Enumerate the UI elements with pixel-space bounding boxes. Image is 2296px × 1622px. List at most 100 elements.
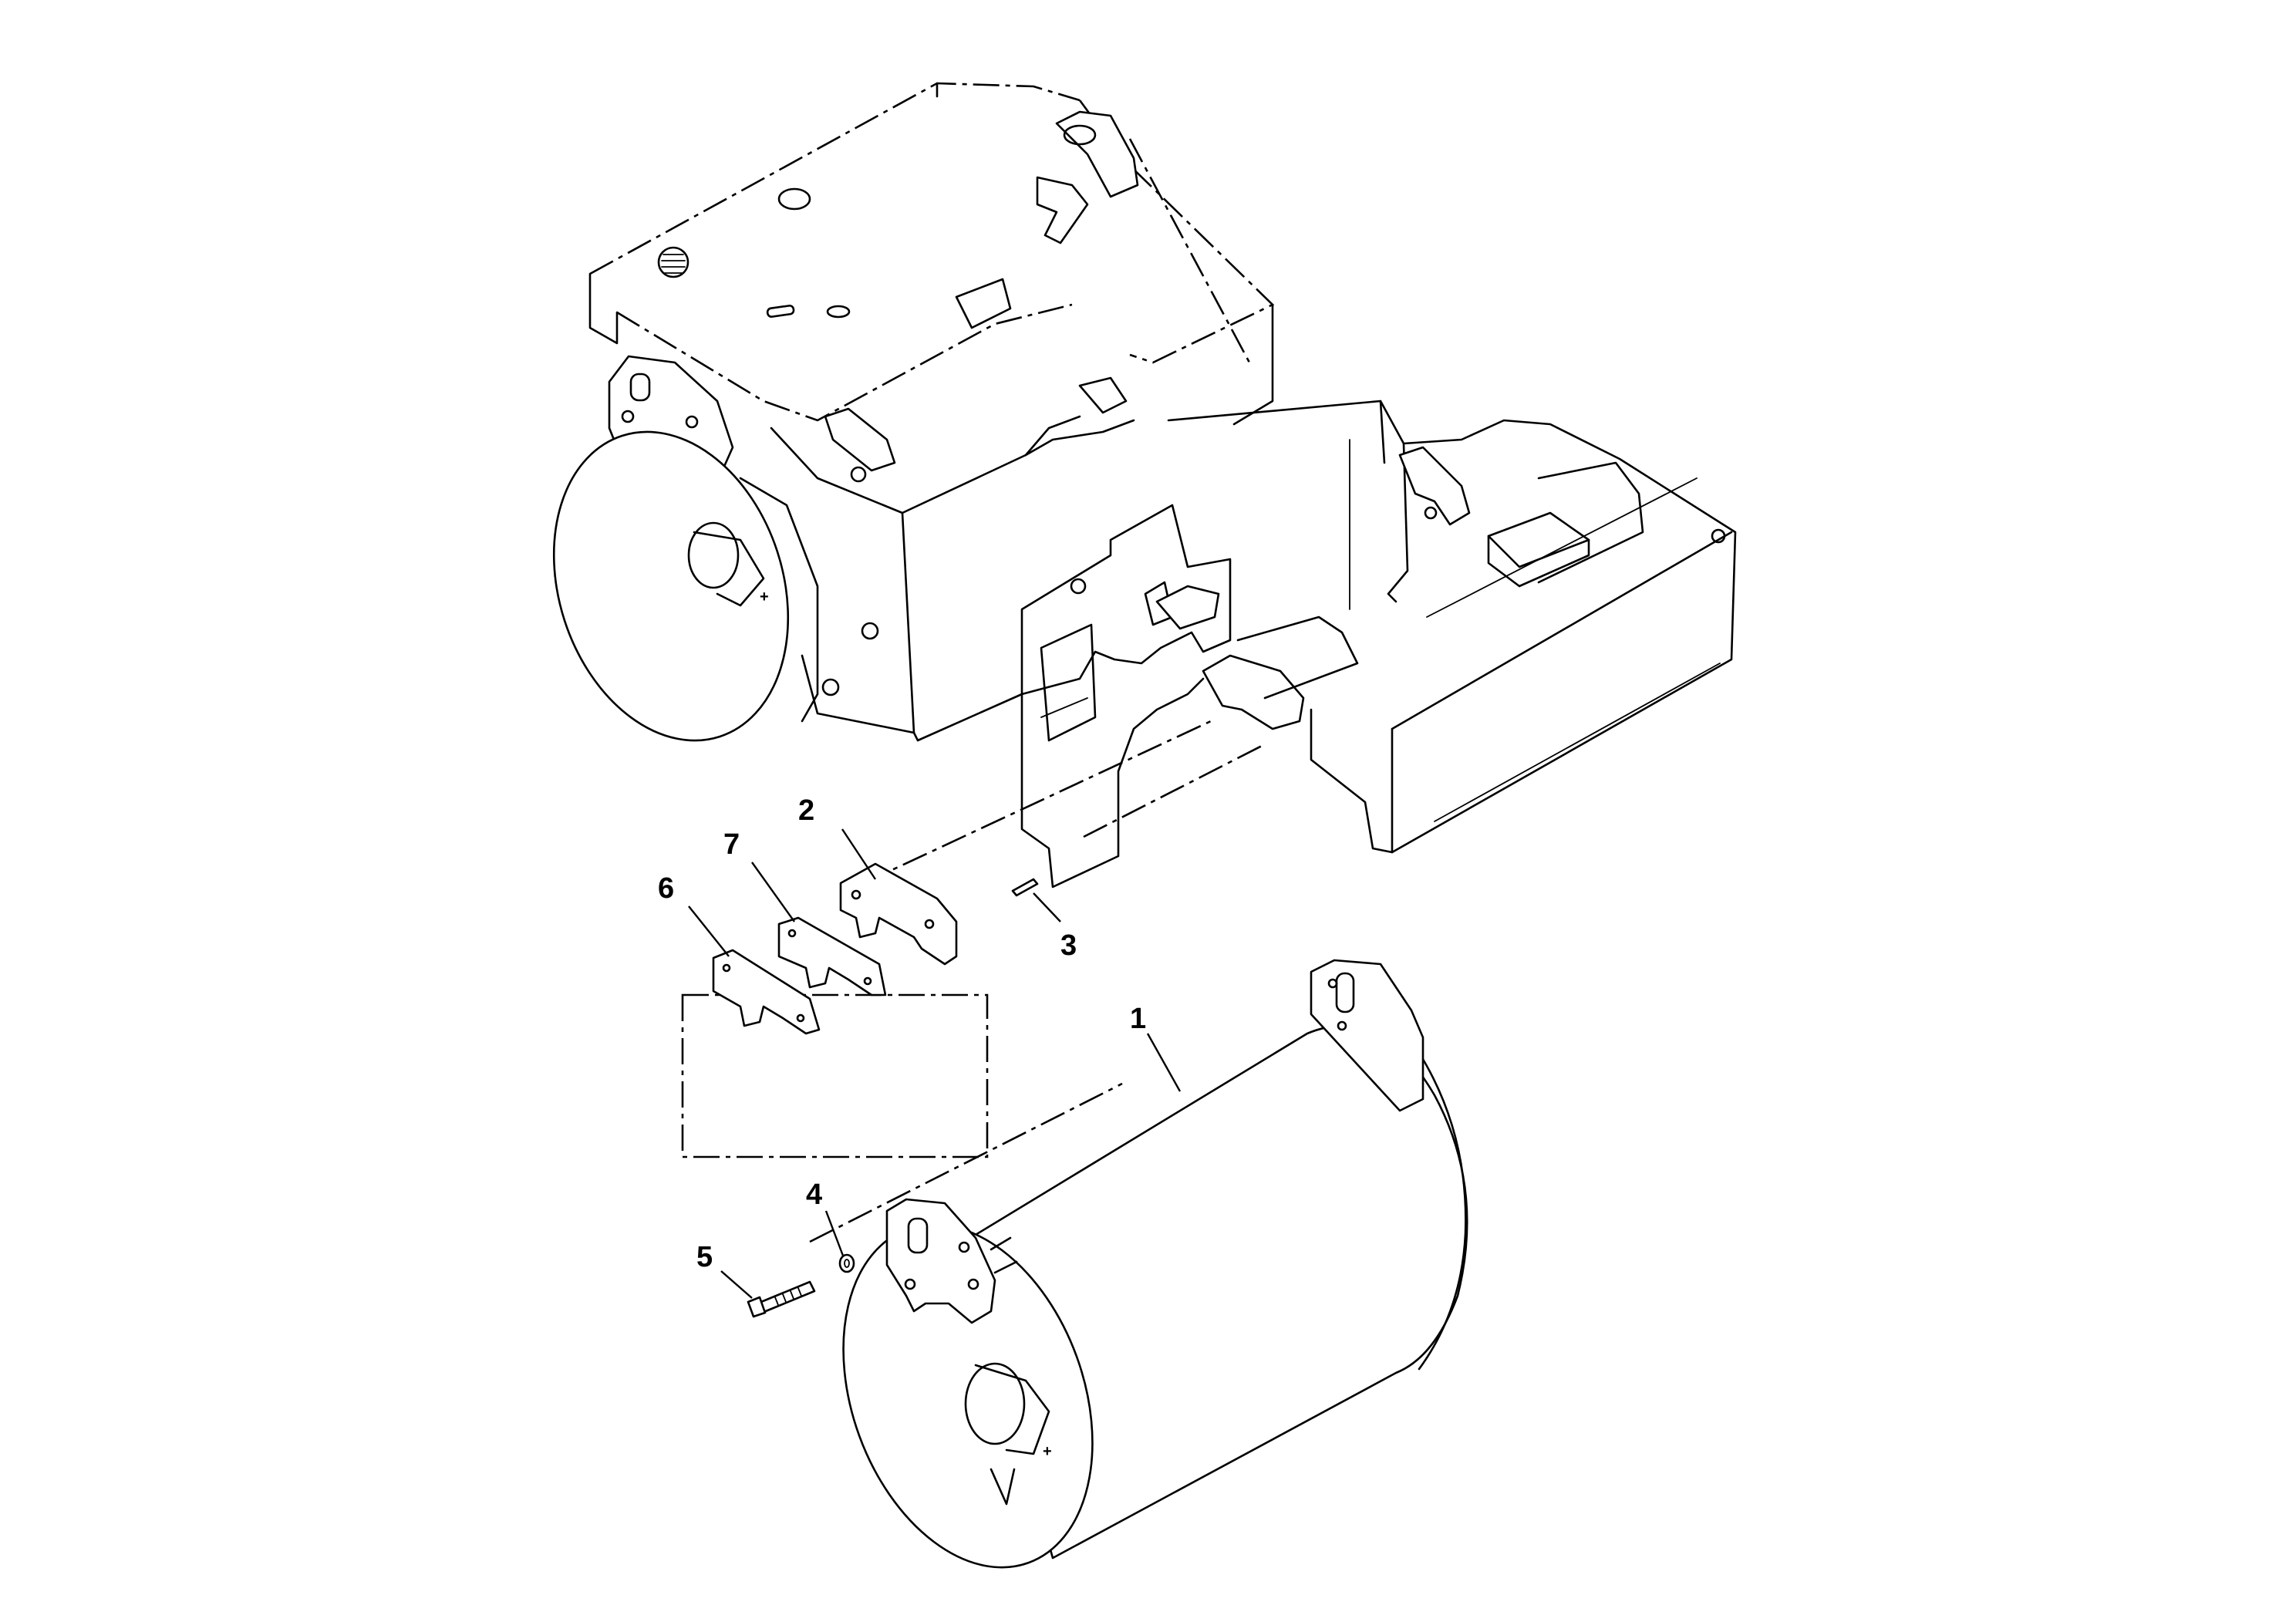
drum-yoke-bracket [1202, 654, 1305, 730]
front-drum-motor-housing [693, 531, 765, 607]
front-drum-plus-mark: + [760, 588, 769, 605]
shim-body [777, 916, 887, 996]
drum-far-mount-plate [1310, 959, 1424, 1112]
rear-frame-channel-side [1487, 534, 1590, 588]
rear-frame-back-corner [1379, 400, 1386, 464]
centerline-drum [809, 1082, 1123, 1243]
frame-side-bolt-upper [861, 622, 879, 640]
shim-body [712, 949, 821, 1035]
rear-hitch-bracket [1398, 446, 1471, 526]
leader-1 [1146, 1033, 1182, 1092]
mount-studs [990, 1236, 1018, 1274]
front-frame-inner-dashed [616, 303, 1073, 422]
leader-4 [824, 1210, 845, 1256]
frame-side-bolt-lower [821, 678, 840, 696]
near-plate-slot [907, 1217, 929, 1254]
drum-rim [1418, 1051, 1467, 1371]
leader-7 [751, 862, 795, 922]
near-plate-hole-3 [904, 1278, 916, 1290]
mount-plate-slot [629, 373, 651, 402]
part-2-bracket [839, 862, 958, 966]
top-plate-hole [826, 305, 851, 319]
part-6-shim [712, 949, 821, 1035]
vent-grill-slots [661, 254, 686, 274]
centerline-shim-box [681, 993, 989, 1158]
hose-clamp [1036, 176, 1089, 244]
front-frame-assembly: + [552, 82, 1275, 742]
leader-6 [688, 905, 730, 957]
articulation-plate [1020, 504, 1232, 696]
lifting-eye-top [1055, 110, 1139, 198]
far-plate-hole-2 [1337, 1020, 1347, 1031]
callout-7: 7 [723, 828, 740, 861]
centerline-bracket [863, 720, 1212, 885]
rear-frame-inner-wall [1387, 442, 1409, 603]
pin-body [1011, 878, 1039, 897]
rear-frame-fitting [1711, 528, 1726, 544]
articulation-window [1040, 623, 1097, 742]
callout-1: 1 [1130, 1003, 1146, 1035]
part-5-bolt [747, 1280, 816, 1318]
leader-2 [841, 828, 877, 880]
rear-frame-floor-line [1426, 477, 1698, 618]
rear-frame-inner-tray [1537, 461, 1644, 584]
bracket-hole-2 [924, 919, 935, 929]
lifting-eye-hole [1063, 124, 1097, 146]
frame-bracket-left [824, 407, 896, 472]
vent-grill [657, 246, 689, 278]
front-drum-motor [687, 521, 740, 589]
near-plate-hole-1 [958, 1241, 970, 1253]
rear-hitch-hole [1424, 506, 1438, 520]
mount-plate-hole-1 [685, 415, 699, 429]
articulation-plate-lower [1020, 677, 1205, 889]
shim-hole-2 [796, 1013, 805, 1023]
bolt-head [747, 1296, 767, 1318]
articulation-hole [1070, 578, 1087, 595]
front-frame-lower-rim [901, 419, 1135, 514]
frame-bolt [850, 466, 867, 483]
mount-plate-hole-3 [621, 410, 635, 423]
bracket-body [839, 862, 958, 966]
drum-hub-motor [964, 1362, 1026, 1445]
callout-2: 2 [798, 794, 814, 827]
drum-hub-fin [990, 1468, 1016, 1506]
front-frame-bottom-edge [912, 693, 1023, 742]
callout-leaders [688, 828, 1182, 1299]
part-4-washer [838, 1253, 855, 1273]
far-plate-slot [1335, 972, 1355, 1013]
front-frame-notch [1024, 415, 1081, 457]
shim-hole-1 [787, 929, 797, 938]
front-drum-disc [552, 430, 790, 742]
callout-labels: 2 3 7 6 1 4 5 [658, 794, 1146, 1273]
bolt-thread [774, 1287, 802, 1306]
bracket-hole-1 [851, 889, 861, 900]
articulation-pivot [1155, 585, 1220, 630]
rear-frame-top-edge [1391, 531, 1733, 730]
top-plate-slot [766, 305, 795, 318]
front-drum-edge [739, 477, 819, 723]
rear-frame-outline [1167, 400, 1737, 854]
washer-hole [844, 1259, 850, 1268]
callout-4: 4 [806, 1179, 822, 1211]
far-plate-hole-1 [1327, 978, 1338, 989]
shim-hole-1 [722, 963, 731, 973]
drum-hub-housing [974, 1364, 1050, 1455]
near-plate-hole-2 [967, 1278, 979, 1290]
assembly-center-lines [681, 720, 1266, 1243]
callout-6: 6 [658, 872, 674, 905]
callout-3: 3 [1060, 929, 1077, 962]
leader-3 [1033, 892, 1061, 922]
pivot-pin-block [1236, 615, 1359, 700]
frame-bracket-right [1078, 376, 1128, 414]
drum-plus-mark: + [1043, 1443, 1052, 1460]
callout-5: 5 [696, 1241, 713, 1273]
front-frame-rim-dashed [589, 82, 1081, 275]
front-frame-side-panel [770, 427, 915, 734]
bolt-shank [756, 1280, 816, 1314]
part-3-pin [1011, 878, 1039, 897]
part-1-drum: + [842, 959, 1468, 1569]
part-7-shim [777, 916, 887, 996]
drum-near-mount-plate [885, 1198, 996, 1324]
